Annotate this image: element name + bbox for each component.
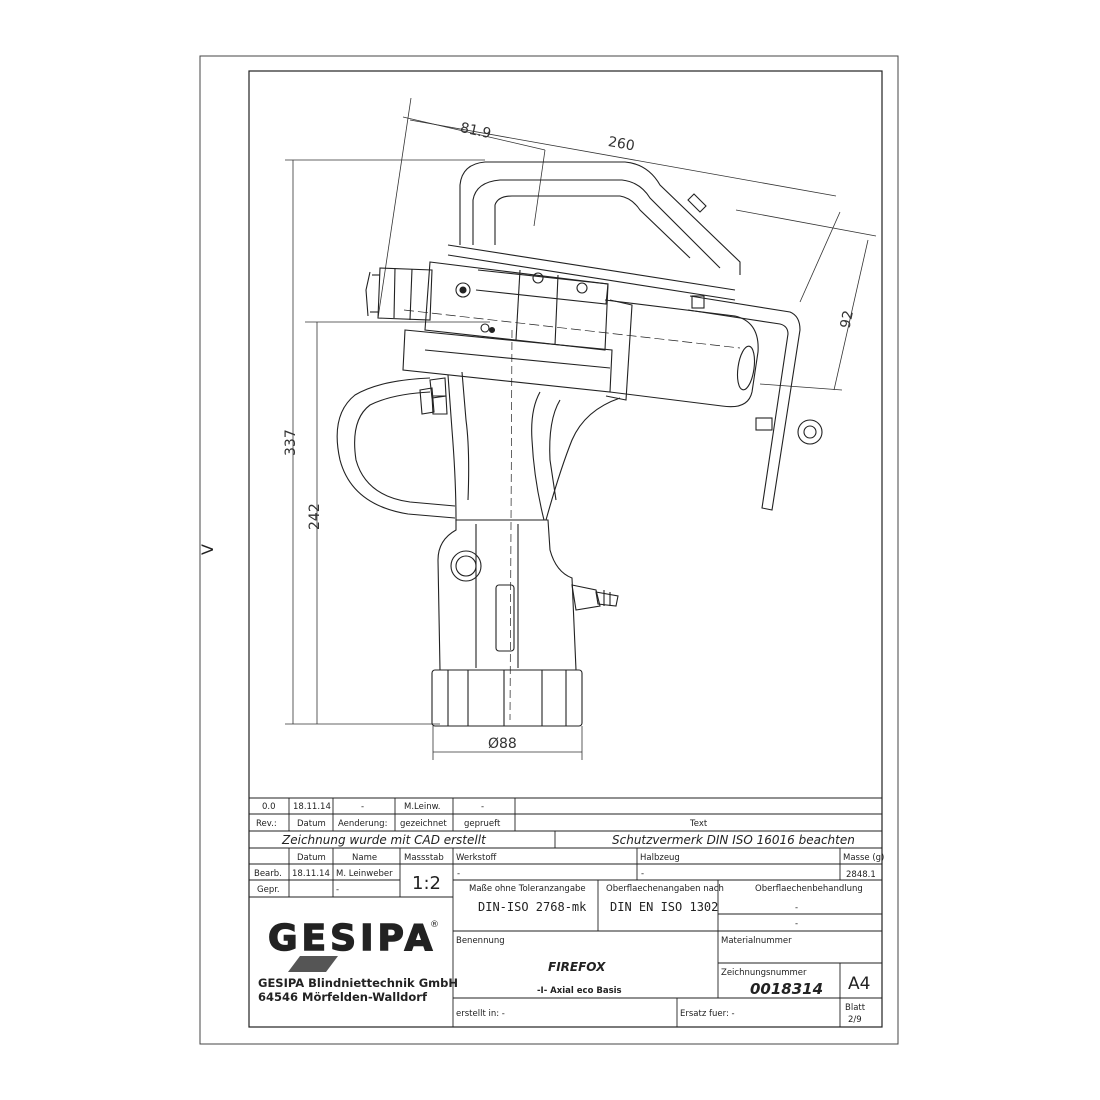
- company-address: 64546 Mörfelden-Walldorf: [258, 990, 428, 1004]
- company-name: GESIPA Blindniettechnik GmbH: [258, 976, 458, 990]
- logo-text: GESIPA: [268, 918, 436, 959]
- dimension-lines: [285, 97, 877, 760]
- zeichnungsnummer-label: Zeichnungsnummer: [721, 968, 807, 978]
- dimension-242: 242: [307, 503, 323, 530]
- masse-header: Masse (g): [843, 853, 884, 863]
- halbzeug-header: Halbzeug: [640, 853, 680, 863]
- protection-note: Schutzvermerk DIN ISO 16016 beachten: [612, 833, 855, 847]
- masse-value: 2848.1: [846, 870, 876, 880]
- tolerance-value: DIN-ISO 2768-mk: [478, 900, 587, 914]
- tool-drawing: [285, 97, 877, 760]
- erstellt-in: erstellt in: -: [456, 1009, 505, 1019]
- rev-date: 18.11.14: [293, 802, 331, 812]
- werkstoff-value: -: [457, 869, 460, 879]
- bearb-date: 18.11.14: [292, 869, 330, 879]
- bearb-label: Bearb.: [254, 869, 282, 879]
- rev-change: -: [361, 802, 364, 812]
- rev-drawn-label: gezeichnet: [400, 819, 447, 829]
- surface-treat-value-1: -: [795, 903, 798, 913]
- format-value: A4: [848, 974, 870, 994]
- rev-text-label: Text: [689, 819, 708, 829]
- tolerance-label: Maße ohne Toleranzangabe: [469, 884, 586, 894]
- name-header: Name: [352, 853, 377, 863]
- dimension-260: 260: [607, 134, 636, 154]
- cad-note: Zeichnung wurde mit CAD erstellt: [281, 833, 487, 847]
- surface-spec-value: DIN EN ISO 1302: [610, 900, 718, 914]
- product-subtitle: -I- Axial eco Basis: [537, 986, 622, 996]
- werkstoff-header: Werkstoff: [456, 853, 498, 863]
- benennung-label: Benennung: [456, 936, 505, 946]
- surface-spec-label: Oberflaechenangaben nach: [606, 884, 724, 894]
- rev-checked-label: geprueft: [464, 819, 501, 829]
- dimension-81-9: 81.9: [459, 120, 493, 142]
- bearb-name: M. Leinweber: [336, 869, 393, 879]
- rev-drawn-by: M.Leinw.: [404, 802, 440, 812]
- blatt-label: Blatt: [845, 1003, 866, 1013]
- inner-frame: [248, 70, 883, 1028]
- dimension-337: 337: [283, 429, 299, 456]
- product-title: FIREFOX: [548, 960, 606, 974]
- gepr-label: Gepr.: [257, 885, 280, 895]
- dimension-92: 92: [838, 309, 857, 330]
- outer-border: [199, 55, 899, 1045]
- datum-header: Datum: [297, 853, 326, 863]
- rev-change-label: Aenderung:: [338, 819, 387, 829]
- ersatz-fuer: Ersatz fuer: -: [680, 1009, 735, 1019]
- surface-treat-value-2: -: [795, 919, 798, 929]
- margin-mark: V: [198, 544, 217, 555]
- materialnummer-label: Materialnummer: [721, 936, 792, 946]
- rev-datum-label: Datum: [297, 819, 326, 829]
- title-block-lines: [249, 797, 882, 1027]
- rev-checked: -: [481, 802, 484, 812]
- rev-index: 0.0: [262, 802, 276, 812]
- scale-value: 1:2: [412, 873, 441, 894]
- halbzeug-value: -: [641, 869, 644, 879]
- rev-label: Rev.:: [256, 819, 277, 829]
- drawing-number: 0018314: [750, 980, 823, 998]
- dimension-88: Ø88: [488, 736, 517, 752]
- svg-text:®: ®: [430, 920, 439, 930]
- surface-treat-label: Oberflaechenbehandlung: [755, 884, 863, 894]
- blatt-value: 2/9: [848, 1015, 862, 1025]
- gepr-name: -: [336, 885, 339, 895]
- massstab-header: Massstab: [404, 853, 444, 863]
- company-logo: GESIPA ®: [267, 917, 439, 972]
